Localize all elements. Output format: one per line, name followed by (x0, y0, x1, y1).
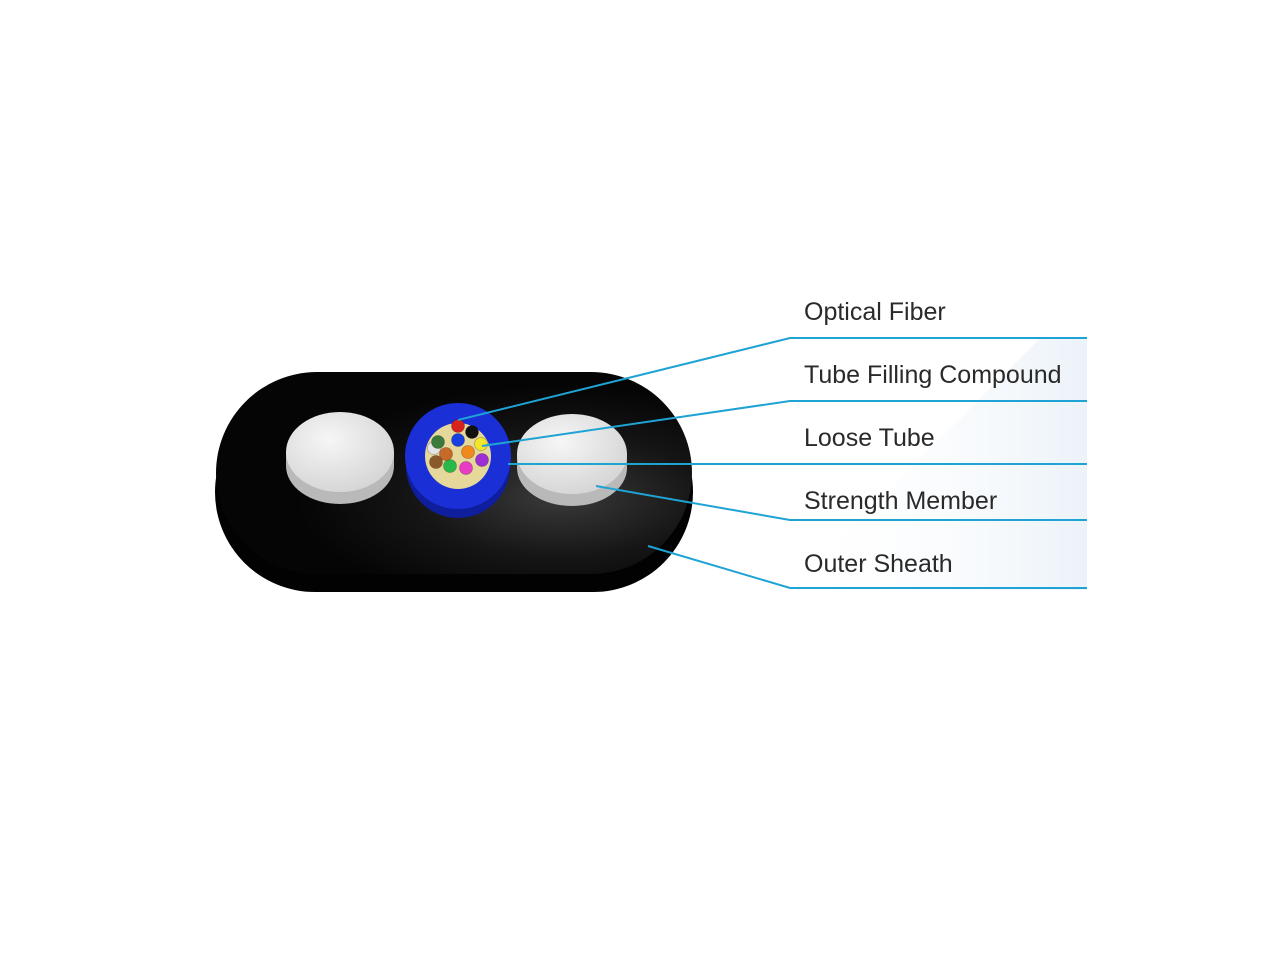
leader-tube-filling-compound (481, 400, 1087, 447)
leader-strength-member (595, 485, 1087, 521)
leader-optical-fiber (457, 337, 1087, 421)
optical-fiber (439, 447, 453, 461)
cable-cross-section (215, 372, 693, 592)
optical-fiber (459, 461, 473, 475)
optical-fiber (451, 419, 465, 433)
label-outer-sheath: Outer Sheath (804, 550, 953, 578)
optical-fiber (443, 459, 457, 473)
optical-fiber (429, 455, 443, 469)
label-loose-tube: Loose Tube (804, 424, 935, 452)
optical-fiber (475, 453, 489, 467)
optical-fiber (465, 425, 479, 439)
optical-fibers (427, 419, 489, 475)
callout-labels: Optical Fiber Tube Filling Compound Loos… (804, 298, 1062, 578)
leader-lines (457, 337, 1087, 589)
leader-outer-sheath (647, 545, 1087, 589)
optical-fiber (474, 437, 488, 451)
label-strength-member: Strength Member (804, 487, 997, 515)
label-optical-fiber: Optical Fiber (804, 298, 946, 326)
label-tube-filling-compound: Tube Filling Compound (804, 361, 1062, 389)
optical-fiber (451, 433, 465, 447)
strength-member-left (286, 412, 394, 504)
optical-fiber (431, 435, 445, 449)
optical-fiber (461, 445, 475, 459)
